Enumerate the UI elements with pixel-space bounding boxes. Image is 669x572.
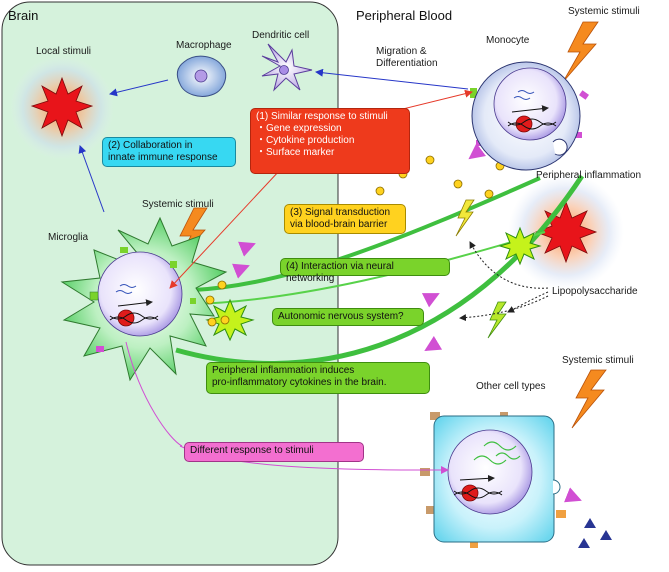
starburst-icon bbox=[498, 226, 542, 266]
brain-title: Brain bbox=[8, 8, 39, 23]
systemic-stimuli-label-monocyte: Systemic stimuli bbox=[568, 6, 640, 17]
signal-transduction-line-2: via blood-brain barrier bbox=[290, 219, 388, 230]
collaboration-line-1: (2) Collaboration in bbox=[108, 140, 193, 151]
lightning-icon bbox=[455, 199, 475, 237]
peripheral-cytokines-line-1: Peripheral inflammation induces bbox=[212, 365, 355, 376]
dna-icon bbox=[109, 105, 557, 499]
similar-response-box: (1) Similar response to stimuli ・Gene ex… bbox=[250, 108, 410, 174]
migration-line-2: Differentiation bbox=[376, 58, 438, 69]
dendritic-cell-label: Dendritic cell bbox=[252, 30, 310, 41]
monocyte-cell bbox=[470, 61, 589, 171]
other-cell-types-label: Other cell types bbox=[476, 381, 546, 392]
systemic-stimuli-label-microglia: Systemic stimuli bbox=[142, 199, 214, 210]
lightning-icon bbox=[487, 301, 507, 339]
lightning-icon bbox=[562, 21, 599, 83]
macrophage-label: Macrophage bbox=[176, 40, 232, 51]
lightning-icon bbox=[571, 369, 607, 429]
different-response-text: Different response to stimuli bbox=[190, 445, 314, 456]
autonomic-text: Autonomic nervous system? bbox=[278, 311, 404, 322]
autonomic-box: Autonomic nervous system? bbox=[272, 308, 424, 326]
signal-transduction-line-1: (3) Signal transduction bbox=[290, 207, 391, 218]
similar-response-item: ・Surface marker bbox=[256, 147, 335, 158]
systemic-stimuli-label-other: Systemic stimuli bbox=[562, 355, 634, 366]
collaboration-line-2: innate immune response bbox=[108, 152, 218, 163]
microglia-label: Microglia bbox=[48, 232, 89, 243]
peripheral-inflammation-label: Peripheral inflammation bbox=[536, 170, 642, 181]
different-response-box: Different response to stimuli bbox=[184, 442, 364, 462]
starburst-icon bbox=[30, 76, 94, 138]
local-stimuli-label: Local stimuli bbox=[36, 46, 92, 57]
neural-networking-text: (4) Interaction via neural networking bbox=[286, 261, 394, 284]
peripheral-blood-title: Peripheral Blood bbox=[356, 8, 453, 23]
peripheral-cytokines-line-2: pro-inflammatory cytokines in the brain. bbox=[212, 377, 387, 388]
starburst-icon bbox=[205, 298, 255, 342]
lipopolysaccharide-label: Lipopolysaccharide bbox=[552, 286, 638, 297]
monocyte-label: Monocyte bbox=[486, 35, 530, 46]
neural-networking-box: (4) Interaction via neural networking bbox=[280, 258, 450, 284]
migration-line-1: Migration & bbox=[376, 46, 427, 57]
collaboration-box: (2) Collaboration in innate immune respo… bbox=[102, 137, 236, 167]
peripheral-cytokines-box: Peripheral inflammation induces pro-infl… bbox=[206, 362, 430, 394]
migration-label: Migration & Differentiation bbox=[376, 46, 438, 70]
other-cell bbox=[420, 412, 566, 548]
signal-transduction-box: (3) Signal transduction via blood-brain … bbox=[284, 204, 406, 234]
similar-response-title: (1) Similar response to stimuli bbox=[256, 111, 388, 122]
similar-response-item: ・Cytokine production bbox=[256, 135, 355, 146]
similar-response-item: ・Gene expression bbox=[256, 123, 342, 134]
